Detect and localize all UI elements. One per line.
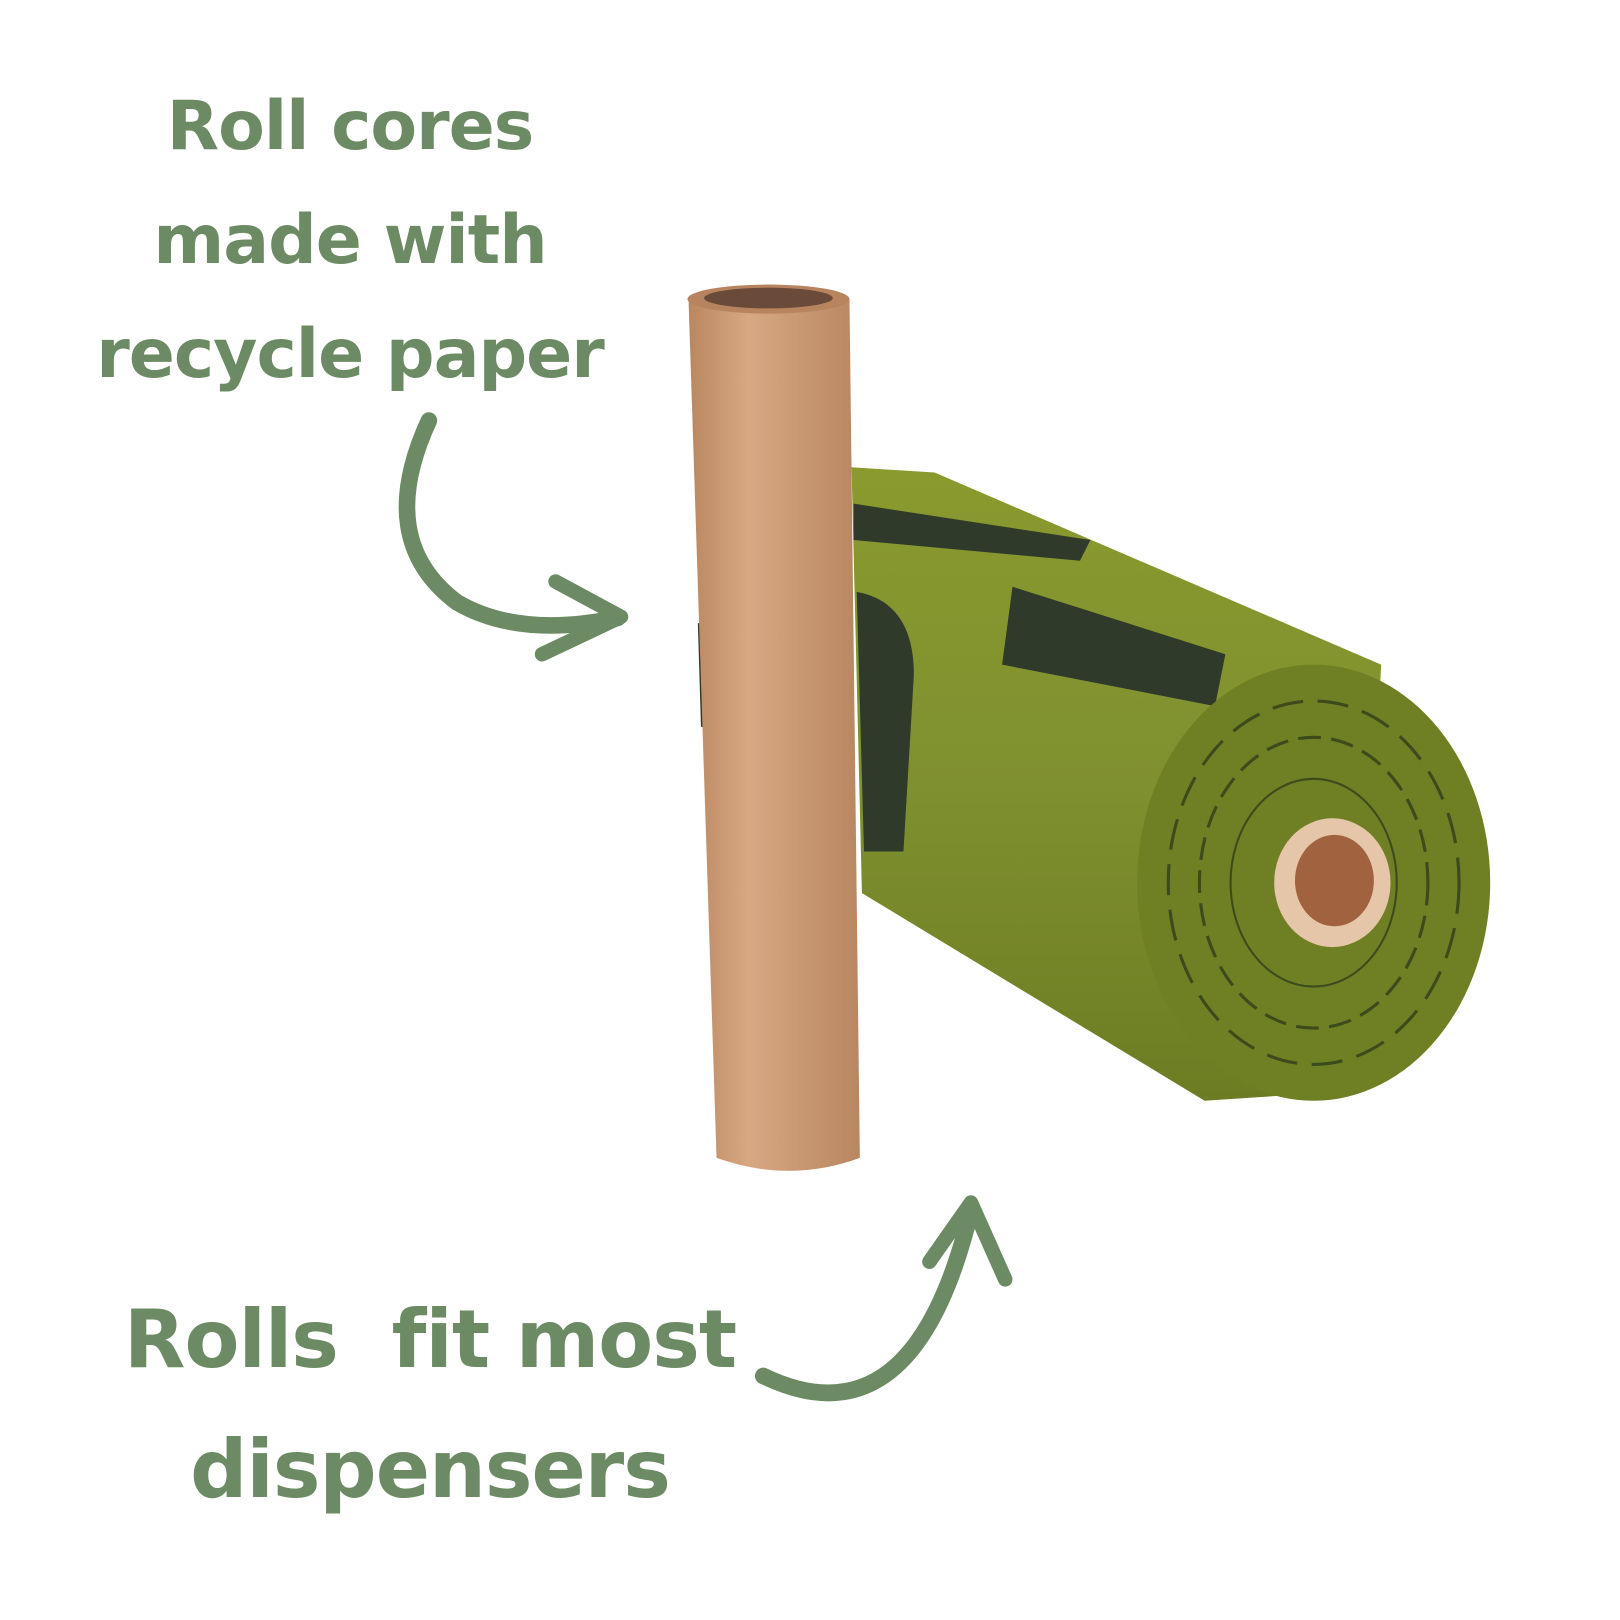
roll-caption: Rolls fit most dispensers (90, 1275, 770, 1535)
paper-core (687, 284, 860, 1171)
caption-line: Rolls fit most (123, 1293, 737, 1386)
bag-roll (697, 467, 1491, 1101)
caption-line: made with (153, 201, 547, 280)
caption-line: dispensers (190, 1423, 671, 1516)
caption-line: recycle paper (96, 315, 605, 394)
arrow-to-core-icon (398, 412, 629, 662)
arrow-to-roll-icon (754, 1195, 1013, 1402)
caption-line: Roll cores (166, 87, 535, 166)
core-caption: Roll cores made with recycle paper (40, 70, 660, 412)
